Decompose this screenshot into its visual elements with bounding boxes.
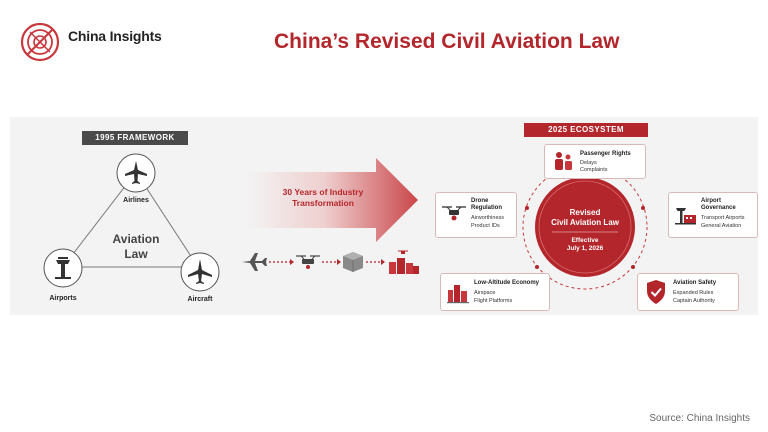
drone-title-line1: Drone xyxy=(471,198,489,204)
lowalt-line2: Flight Platforms xyxy=(474,298,513,304)
control-tower-icon xyxy=(43,248,83,288)
ecosystem-hub xyxy=(522,163,648,290)
node-airlines-label: Airlines xyxy=(123,197,149,204)
drone-line1: Airworthiness xyxy=(471,215,505,221)
drone-icon xyxy=(442,206,466,221)
package-icon xyxy=(343,252,363,272)
ecosystem-2025-label: 2025 ECOSYSTEM xyxy=(524,123,648,137)
lowalt-line1: Airspace xyxy=(474,290,496,296)
safety-title: Aviation Safety xyxy=(673,280,717,286)
city-drone-icon xyxy=(389,250,419,274)
drone-title-line2: Regulation xyxy=(471,205,502,211)
governance-title-line2: Governance xyxy=(701,205,736,211)
center-line1: Revised xyxy=(569,208,601,217)
framework-1995-label: 1995 FRAMEWORK xyxy=(82,131,188,145)
jet-aircraft-icon xyxy=(180,252,220,292)
safety-line1: Expanded Rules xyxy=(673,290,714,296)
drone-icon xyxy=(296,255,320,269)
ecosystem-center-text: Revised Civil Aviation Law Effective Jul… xyxy=(544,208,626,253)
evolution-icon-row xyxy=(242,250,419,274)
card-aviation-safety: Aviation Safety Expanded Rules Captain A… xyxy=(637,273,739,311)
page-title: China’s Revised Civil Aviation Law xyxy=(274,30,620,53)
aviation-law-line1: Aviation xyxy=(112,232,160,246)
center-line2: Civil Aviation Law xyxy=(551,218,619,227)
passengers-icon xyxy=(555,152,572,170)
node-airports-label: Airports xyxy=(49,295,77,302)
passenger-title: Passenger Rights xyxy=(580,151,631,157)
aviation-law-line2: Law xyxy=(124,247,148,261)
aviation-law-text: Aviation Law xyxy=(96,232,176,262)
node-aircraft-label: Aircraft xyxy=(187,296,213,303)
transformation-line2: Transformation xyxy=(292,198,354,208)
card-drone-regulation: Drone Regulation Airworthiness Product I… xyxy=(435,192,517,238)
transformation-text: 30 Years of Industry Transformation xyxy=(268,187,378,209)
airport-building-icon xyxy=(675,208,696,225)
passenger-line2: Complaints xyxy=(580,167,608,173)
governance-line2: General Aviation xyxy=(701,223,742,229)
card-passenger-rights: Passenger Rights Delays Complaints xyxy=(544,144,646,179)
source-credit: Source: China Insights xyxy=(649,413,750,424)
passenger-line1: Delays xyxy=(580,160,597,166)
china-insights-logo-icon xyxy=(20,22,60,62)
safety-shield-icon xyxy=(647,280,665,304)
transformation-line1: 30 Years of Industry xyxy=(282,187,364,197)
airplane-icon xyxy=(242,253,267,271)
transformation-arrow xyxy=(248,158,418,242)
city-skyline-icon xyxy=(447,285,469,304)
governance-line1: Transport Airports xyxy=(701,215,745,221)
airplane-icon xyxy=(116,153,156,193)
card-airport-governance: Airport Governance Transport Airports Ge… xyxy=(668,192,758,238)
logo-text: China Insights xyxy=(68,28,162,44)
card-low-altitude-economy: Low-Altitude Economy Airspace Flight Pla… xyxy=(440,273,550,311)
center-effective-date: July 1, 2026 xyxy=(566,245,604,252)
lowalt-title: Low-Altitude Economy xyxy=(474,280,539,286)
safety-line2: Captain Authority xyxy=(673,298,715,304)
framework-triangle xyxy=(61,171,199,268)
governance-title-line1: Airport xyxy=(701,198,721,204)
center-effective-label: Effective xyxy=(571,237,599,244)
drone-line2: Product IDs xyxy=(471,223,500,229)
